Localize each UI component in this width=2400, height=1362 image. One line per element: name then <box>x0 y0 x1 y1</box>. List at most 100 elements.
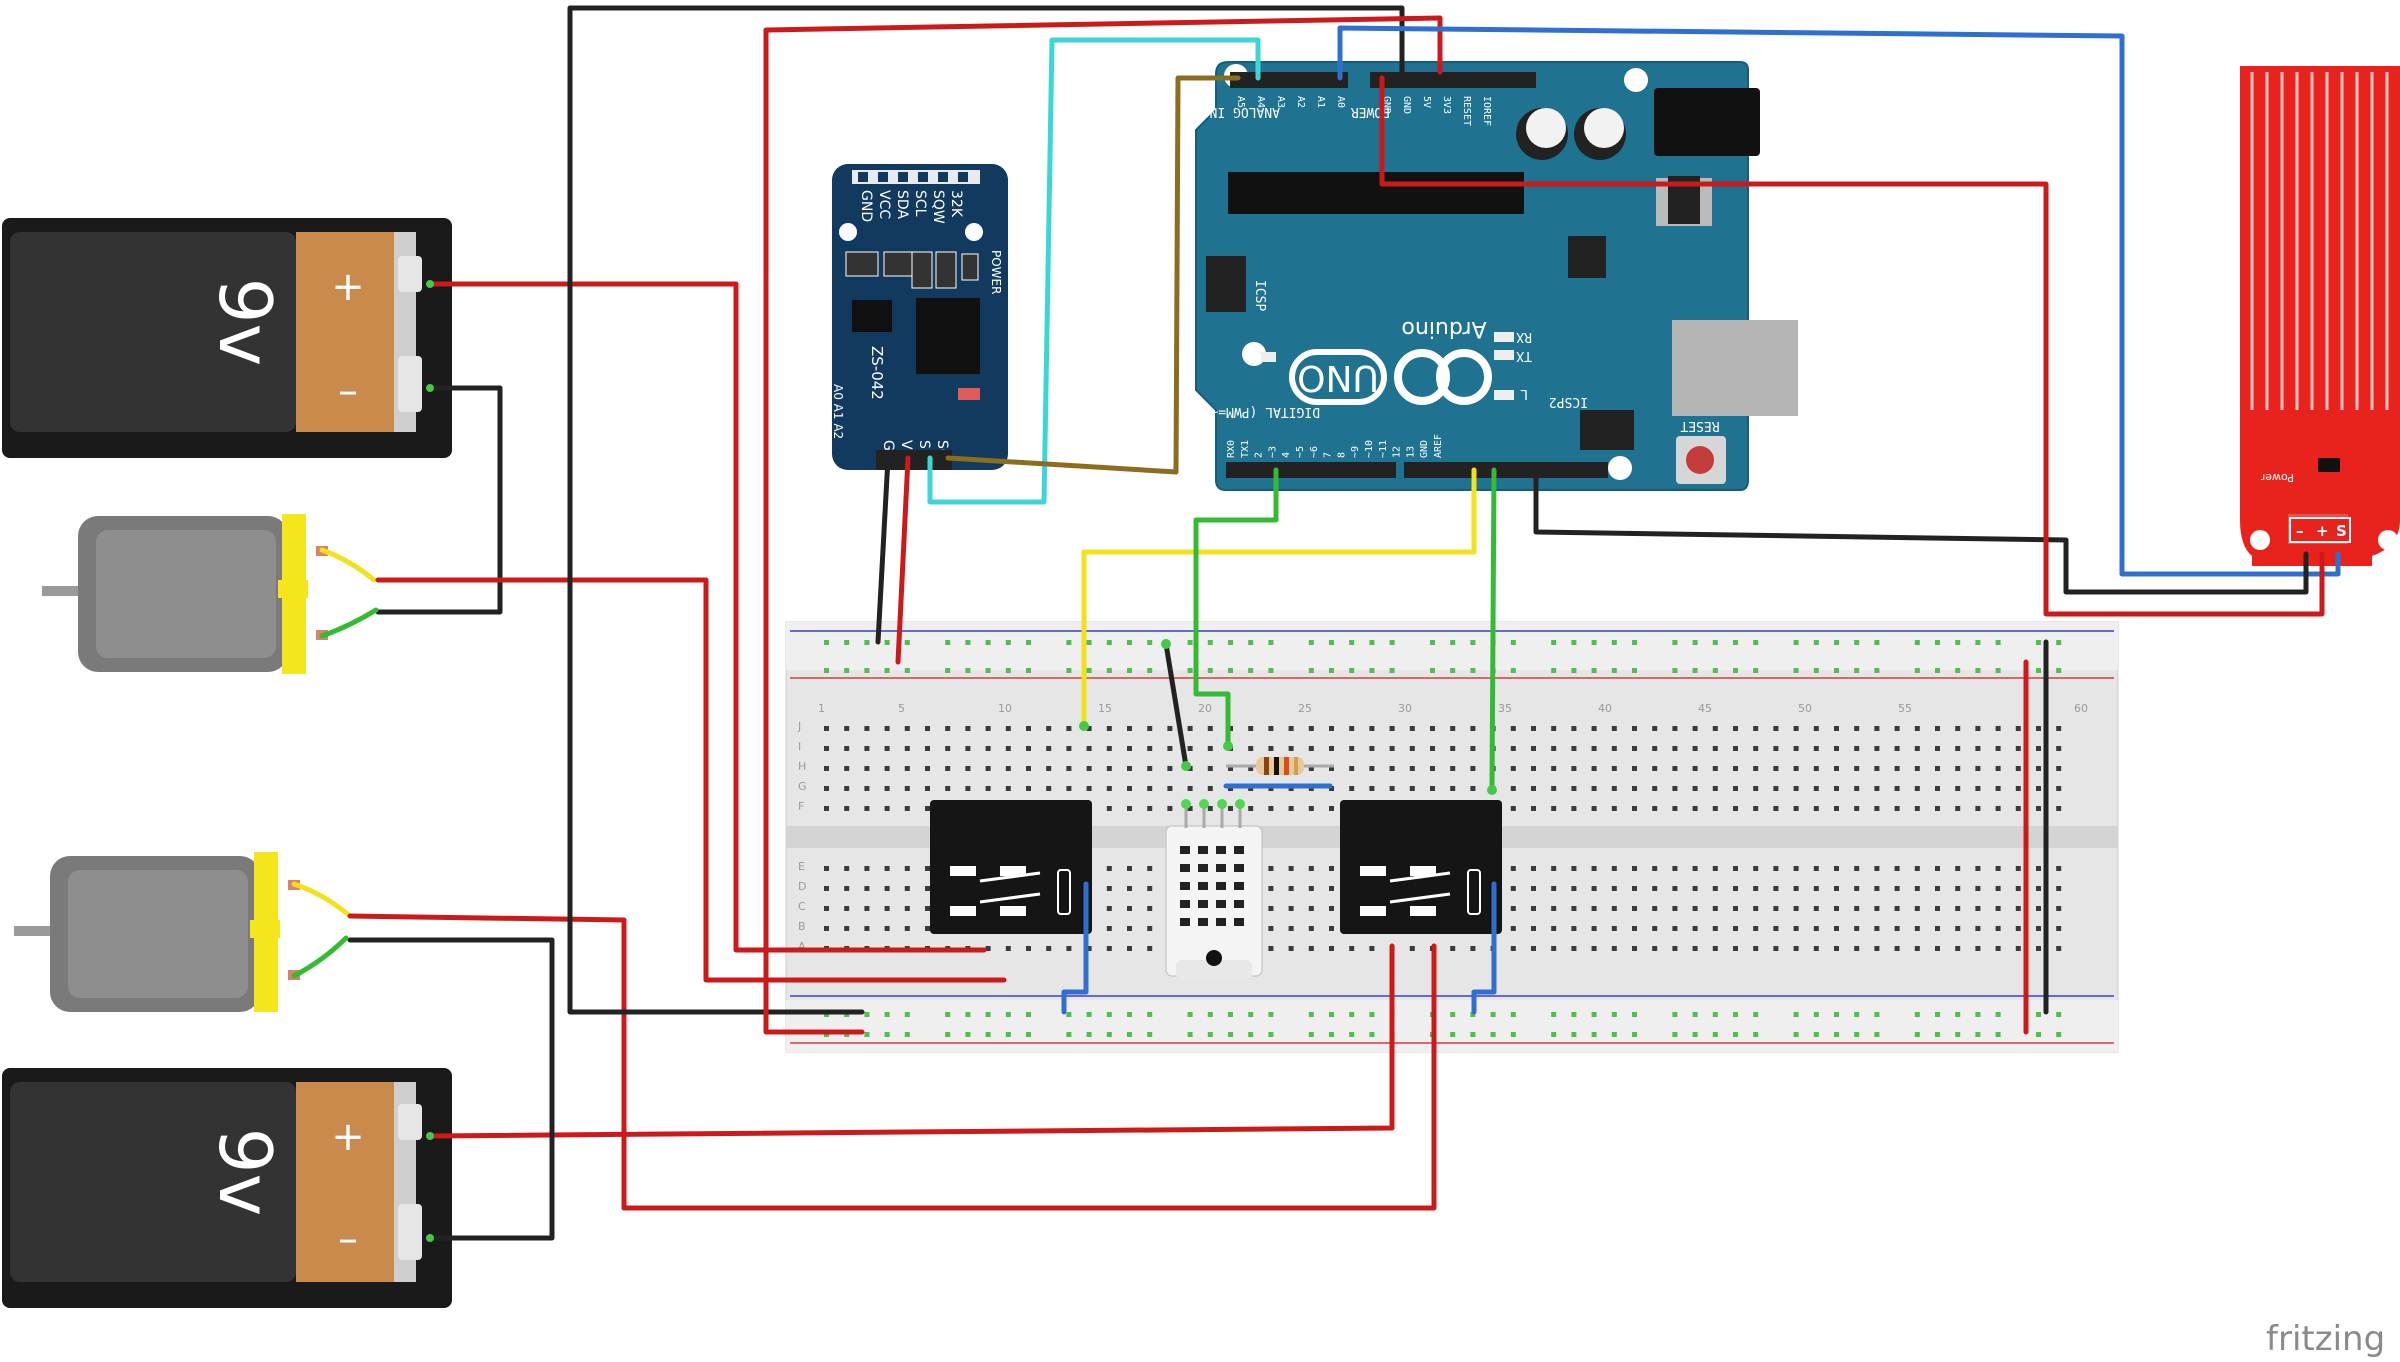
breadboard-column-numbers: 1 5 10 15 20 25 30 35 40 45 50 55 60 <box>818 702 2088 715</box>
breadboard-hole <box>1733 946 1738 951</box>
breadboard-hole <box>1611 1032 1617 1037</box>
breadboard-hole <box>1106 746 1112 751</box>
breadboard-hole <box>1510 946 1516 951</box>
breadboard-hole <box>1329 946 1334 951</box>
breadboard-hole <box>1874 926 1880 931</box>
breadboard-hole <box>1329 1032 1334 1037</box>
breadboard-hole <box>1813 886 1819 891</box>
breadboard-hole <box>884 1012 890 1017</box>
wire-rtc-scl-brown <box>945 75 1241 475</box>
breadboard-hole <box>945 1032 951 1037</box>
breadboard-hole <box>1531 806 1536 811</box>
breadboard-hole <box>1692 886 1698 891</box>
breadboard-hole <box>1005 1032 1011 1037</box>
breadboard-hole <box>1207 746 1213 751</box>
breadboard-hole <box>1369 746 1375 751</box>
breadboard-hole <box>1753 906 1759 911</box>
breadboard-hole <box>884 726 890 731</box>
breadboard-hole <box>1793 926 1799 931</box>
arduino-digital-pin-label: TX1 <box>1240 440 1251 458</box>
breadboard-hole <box>1409 726 1415 731</box>
breadboard-hole <box>965 1032 971 1037</box>
arduino-uno-board: UNO Arduino ON RX TX L ICSP ICSP2 RESET … <box>1195 61 1798 491</box>
breadboard-hole <box>1611 1012 1617 1017</box>
breadboard-hole <box>1935 746 1940 751</box>
breadboard-hole <box>1510 1032 1516 1037</box>
breadboard-hole <box>1834 926 1839 931</box>
breadboard-hole <box>1733 746 1738 751</box>
breadboard-hole <box>884 766 890 771</box>
row-letter-e: E <box>798 860 805 873</box>
breadboard-hole <box>1672 926 1678 931</box>
wires <box>291 5 2341 1241</box>
rtc-top-pin-label: 32K <box>948 190 964 218</box>
breadboard-hole <box>1046 946 1052 951</box>
wire-rtc-sda-cyan <box>927 37 1261 505</box>
breadboard-hole <box>925 746 930 751</box>
wire-sensor-vcc-red <box>1379 75 2325 617</box>
arduino-power-pin-label: IOREF <box>1481 96 1492 126</box>
breadboard-hole <box>864 1032 870 1037</box>
breadboard-hole <box>1127 766 1132 771</box>
breadboard-hole <box>1692 1032 1698 1037</box>
wire-relay-left-blue <box>1061 881 1089 1015</box>
wire-battery-bottom-negative <box>347 937 555 1241</box>
breadboard-hole <box>1531 746 1536 751</box>
breadboard-hole <box>1308 806 1314 811</box>
breadboard-hole <box>844 806 850 811</box>
breadboard-hole <box>1672 866 1678 871</box>
breadboard-hole <box>1632 766 1637 771</box>
breadboard-hole <box>1046 726 1052 731</box>
breadboard-hole <box>844 906 850 911</box>
breadboard-hole <box>1975 786 1981 791</box>
breadboard-hole <box>1026 946 1031 951</box>
breadboard-hole <box>1005 726 1011 731</box>
breadboard-hole <box>1228 640 1233 645</box>
breadboard-hole <box>1894 726 1900 731</box>
breadboard-hole <box>1551 1032 1557 1037</box>
breadboard-hole <box>1490 1032 1496 1037</box>
breadboard-hole <box>1308 746 1314 751</box>
breadboard-hole <box>1086 766 1092 771</box>
breadboard-hole <box>1450 766 1456 771</box>
rtc-addr-label: A0 A1 A2 <box>831 384 845 439</box>
breadboard-hole <box>1672 906 1678 911</box>
breadboard-hole <box>1955 668 1961 673</box>
breadboard-hole <box>985 786 991 791</box>
breadboard-hole <box>1005 946 1011 951</box>
breadboard-hole <box>1854 726 1860 731</box>
breadboard-hole <box>1632 668 1637 673</box>
breadboard-hole <box>1834 640 1839 645</box>
breadboard-hole <box>1531 866 1536 871</box>
breadboard-hole <box>2056 946 2062 951</box>
breadboard-hole <box>1914 746 1920 751</box>
breadboard-hole <box>1753 786 1759 791</box>
breadboard-hole <box>1510 1012 1516 1017</box>
breadboard-hole <box>884 926 890 931</box>
breadboard-hole <box>1733 886 1738 891</box>
breadboard-hole <box>1106 668 1112 673</box>
breadboard-hole <box>2015 946 2021 951</box>
arduino-analog-pin-label: A3 <box>1275 96 1286 108</box>
breadboard-hole <box>1712 786 1718 791</box>
breadboard-hole <box>1167 786 1173 791</box>
breadboard-hole <box>904 1012 910 1017</box>
breadboard-hole <box>1773 786 1779 791</box>
breadboard-hole <box>844 886 850 891</box>
breadboard-hole <box>1874 746 1880 751</box>
breadboard-hole <box>925 786 930 791</box>
breadboard-hole <box>1268 926 1274 931</box>
breadboard-hole <box>1995 1012 2001 1017</box>
breadboard-hole <box>864 866 870 871</box>
breadboard-hole <box>1894 946 1900 951</box>
wire-dht-black <box>1163 641 1189 769</box>
breadboard-hole <box>1712 746 1718 751</box>
breadboard-hole <box>1450 726 1456 731</box>
breadboard-hole <box>1935 806 1940 811</box>
breadboard-hole <box>2036 926 2041 931</box>
breadboard-hole <box>1005 668 1011 673</box>
breadboard-hole <box>904 786 910 791</box>
breadboard-hole <box>1773 766 1779 771</box>
breadboard-hole <box>1349 766 1355 771</box>
breadboard-hole <box>1167 746 1173 751</box>
